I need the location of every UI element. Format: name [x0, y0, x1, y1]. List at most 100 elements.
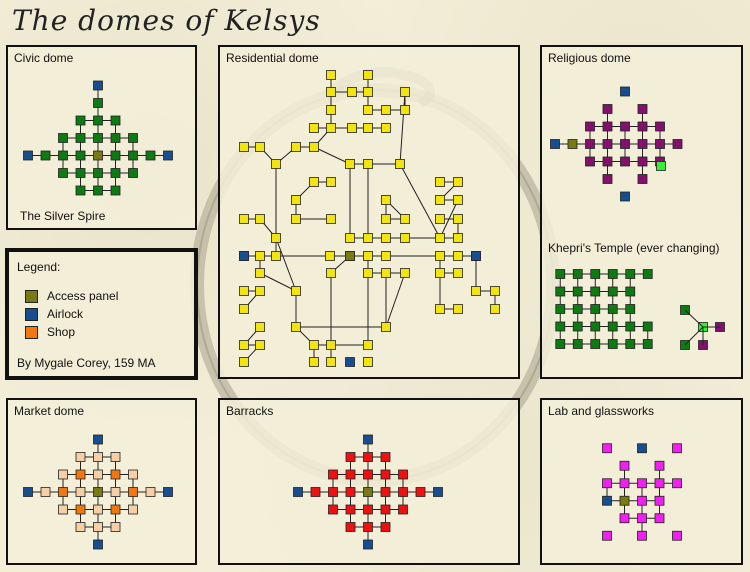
residential-room — [381, 105, 391, 115]
market-room — [75, 522, 86, 532]
residential-room — [490, 286, 500, 296]
market-room — [128, 469, 138, 480]
residential-room — [435, 177, 445, 187]
religious-airlock — [620, 191, 630, 202]
residential-room — [255, 268, 265, 278]
residential-room — [363, 105, 373, 115]
barracks-room — [398, 487, 408, 497]
residential-room — [345, 233, 355, 243]
civic-room — [110, 133, 121, 143]
civic-room — [58, 168, 68, 178]
residential-room — [325, 251, 335, 261]
barracks-room — [345, 469, 356, 480]
barracks-title: Barracks — [226, 404, 274, 418]
civic-room — [93, 168, 103, 178]
barracks-room — [398, 504, 408, 515]
market-room — [75, 452, 86, 462]
civic-room — [75, 133, 86, 143]
religious-room — [602, 156, 613, 167]
page-title: The domes of Kelsys — [12, 4, 321, 37]
market-airlock — [93, 539, 103, 550]
civic-airlock — [163, 150, 173, 161]
market-room — [75, 487, 86, 497]
residential-corridor — [313, 146, 351, 165]
residential-room — [400, 105, 410, 115]
barracks-room — [363, 504, 373, 515]
civic-room — [110, 185, 121, 196]
barracks-room — [363, 469, 373, 480]
residential-room — [400, 233, 410, 243]
civic-room — [128, 133, 138, 143]
civic-room — [75, 150, 86, 161]
residential-room — [381, 233, 391, 243]
residential-room — [381, 251, 391, 261]
residential-room — [395, 159, 405, 169]
khepri-room — [590, 304, 601, 314]
barracks-access — [363, 487, 373, 497]
residential-room — [347, 123, 357, 133]
residential-room — [326, 105, 336, 115]
lab-room — [637, 513, 647, 524]
religious-room — [637, 121, 648, 132]
residential-corridor — [259, 272, 297, 292]
barracks-room — [345, 487, 356, 497]
residential-room — [453, 233, 463, 243]
residential-room — [435, 195, 445, 205]
residential-room — [363, 87, 373, 97]
religious-highlight-room — [656, 161, 666, 171]
residential-dome-title: Residential dome — [226, 51, 319, 65]
residential-room — [291, 286, 301, 296]
lab-room — [619, 478, 630, 489]
residential-room — [255, 214, 265, 224]
khepri-room — [590, 339, 601, 349]
residential-room — [309, 123, 319, 133]
market-room — [110, 452, 121, 462]
market-shop — [75, 504, 86, 515]
legend-item-airlock: Airlock — [25, 307, 83, 321]
residential-room — [490, 304, 500, 314]
lab-room — [654, 513, 665, 524]
access-panel-swatch — [25, 289, 38, 303]
airlock-swatch — [25, 307, 38, 321]
religious-room — [585, 156, 595, 167]
religious-airlock — [620, 86, 630, 97]
lab-room — [602, 478, 612, 489]
khepri-room — [555, 339, 566, 349]
religious-access — [567, 139, 578, 149]
residential-room — [309, 142, 319, 152]
residential-room — [239, 214, 249, 224]
khepri-room — [555, 304, 566, 314]
residential-corridor — [385, 272, 406, 328]
barracks-room — [380, 522, 391, 532]
religious-room — [655, 139, 665, 149]
khepri-room — [642, 321, 653, 332]
market-shop — [110, 504, 121, 515]
market-dome-title: Market dome — [14, 404, 85, 418]
lab-room — [637, 495, 647, 506]
residential-room — [309, 177, 319, 187]
silver-spire-label: The Silver Spire — [20, 209, 106, 223]
residential-room — [435, 214, 445, 224]
religious-room — [672, 139, 683, 149]
religious-room — [620, 139, 630, 149]
residential-room — [363, 70, 373, 80]
market-access — [93, 487, 103, 497]
lab-room — [637, 530, 647, 541]
residential-room — [453, 251, 463, 261]
residential-airlock — [471, 251, 481, 261]
residential-room — [381, 123, 391, 133]
market-room — [93, 452, 103, 462]
barracks-room — [345, 504, 356, 515]
residential-corridor — [399, 163, 441, 239]
legend-item-shop: Shop — [25, 325, 75, 339]
legend-label: Shop — [47, 325, 76, 339]
residential-room — [326, 340, 336, 350]
residential-room — [239, 286, 249, 296]
lab-room — [672, 443, 682, 454]
barracks-room — [345, 452, 356, 462]
residential-room — [271, 159, 281, 169]
market-room — [93, 522, 103, 532]
residential-room — [326, 177, 336, 187]
residential-room — [326, 70, 336, 80]
residential-room — [363, 233, 373, 243]
